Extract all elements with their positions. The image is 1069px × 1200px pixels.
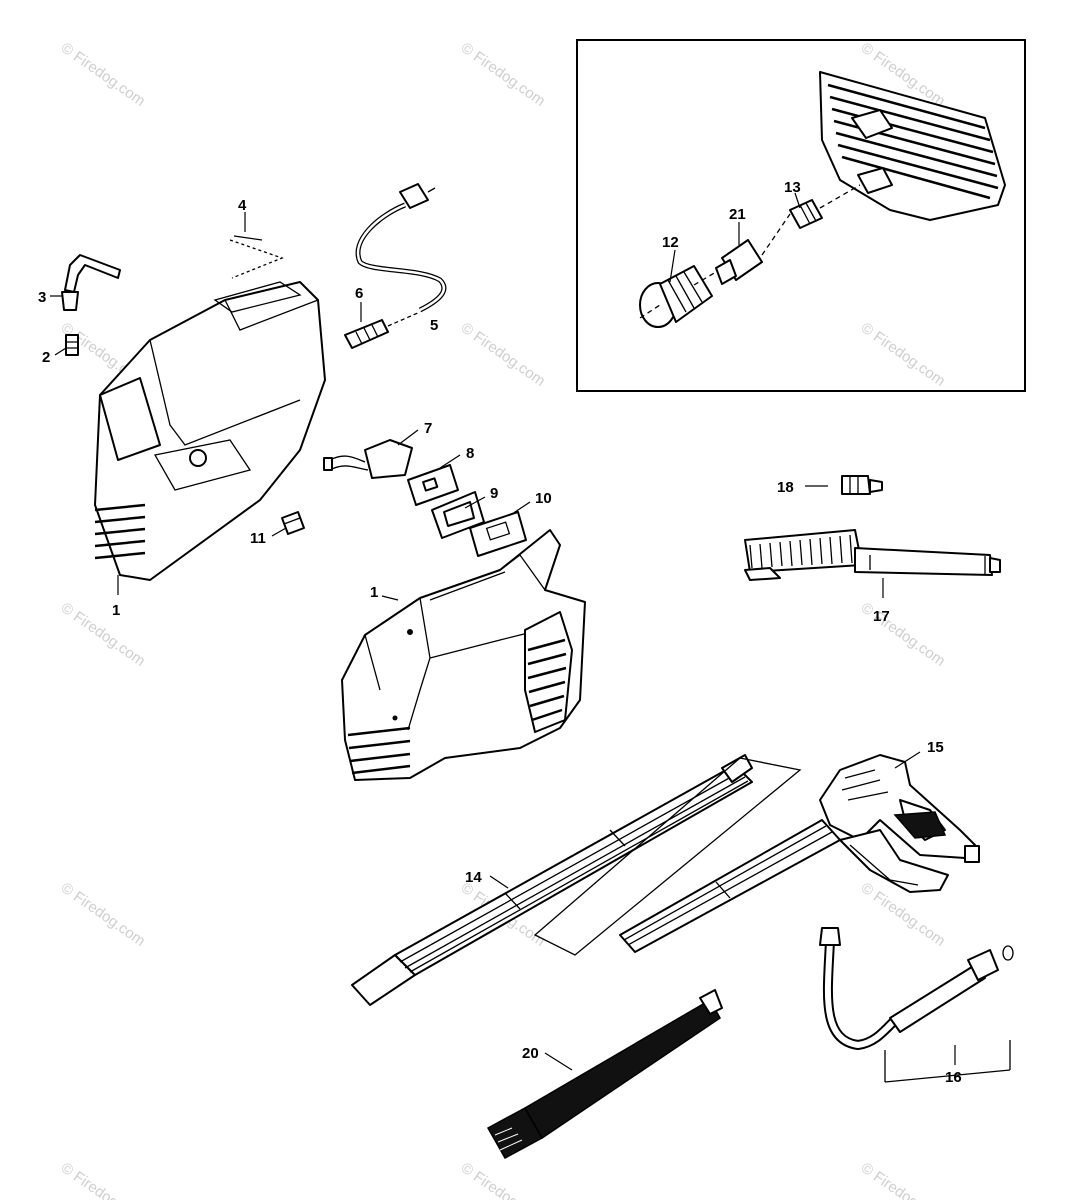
part-label-2: 2	[42, 349, 50, 366]
part-label-12: 12	[662, 234, 679, 251]
coupler-part-12	[639, 265, 713, 328]
watermark: © Firedog.com	[858, 1159, 949, 1200]
strain-relief-part-6	[344, 311, 421, 349]
part-label-1a: 1	[112, 602, 120, 619]
adapter-part-21	[715, 239, 763, 285]
grommet-part-11	[281, 511, 305, 535]
leader-lines	[50, 192, 956, 1071]
part-label-18: 18	[777, 479, 794, 496]
watermark: © Firedog.com	[858, 319, 949, 389]
inset-frame	[576, 39, 1026, 392]
watermark: © Firedog.com	[58, 599, 149, 669]
watermark: © Firedog.com	[58, 879, 149, 949]
fitting-part-2	[65, 334, 79, 356]
part-label-14: 14	[465, 869, 482, 886]
label-part-10	[469, 511, 527, 557]
lance-part-20	[486, 989, 723, 1160]
part-number-labels: 4 3 2 6 5 7 8 9 10 11 1 1 12 21 13 18 17…	[38, 179, 962, 1086]
part-label-20: 20	[522, 1045, 539, 1062]
inset-detail	[576, 39, 1026, 392]
power-cord-part-5	[355, 183, 447, 313]
part-label-13: 13	[784, 179, 801, 196]
pump-housing-detail	[819, 71, 1006, 221]
brush-part-17	[744, 529, 1001, 581]
connector-part-13	[789, 199, 823, 229]
plate-part-8	[407, 464, 459, 506]
watermark: © Firedog.com	[858, 599, 949, 669]
wand-part-14	[351, 754, 841, 1006]
part-label-15: 15	[927, 739, 944, 756]
watermark: © Firedog.com	[458, 1159, 549, 1200]
part-label-4: 4	[238, 197, 247, 214]
trigger-gun-part-15	[819, 754, 980, 893]
part-label-9: 9	[490, 485, 498, 502]
part-label-11: 11	[250, 530, 266, 547]
hose-part-16	[819, 927, 1014, 1083]
elbow-part-3	[61, 254, 121, 311]
part-label-6: 6	[355, 285, 363, 302]
housing-right-part-1	[341, 529, 586, 781]
watermark: © Firedog.com	[58, 1159, 149, 1200]
part-label-17: 17	[873, 608, 890, 625]
nozzle-part-18	[841, 475, 883, 495]
watermark: © Firedog.com	[458, 39, 549, 109]
part-label-7: 7	[424, 420, 432, 437]
switch-part-7	[323, 439, 413, 479]
switch-cover-part-9	[431, 491, 485, 539]
screw-part-4	[229, 235, 284, 279]
part-label-16: 16	[945, 1069, 962, 1086]
part-label-10: 10	[535, 490, 552, 507]
watermark: © Firedog.com	[58, 39, 149, 109]
watermark: © Firedog.com	[458, 319, 549, 389]
part-label-8: 8	[466, 445, 474, 462]
part-label-3: 3	[38, 289, 46, 306]
part-label-1b: 1	[370, 584, 378, 601]
part-label-5: 5	[430, 317, 438, 334]
housing-left-part-1	[94, 281, 326, 581]
part-label-21: 21	[729, 206, 746, 223]
